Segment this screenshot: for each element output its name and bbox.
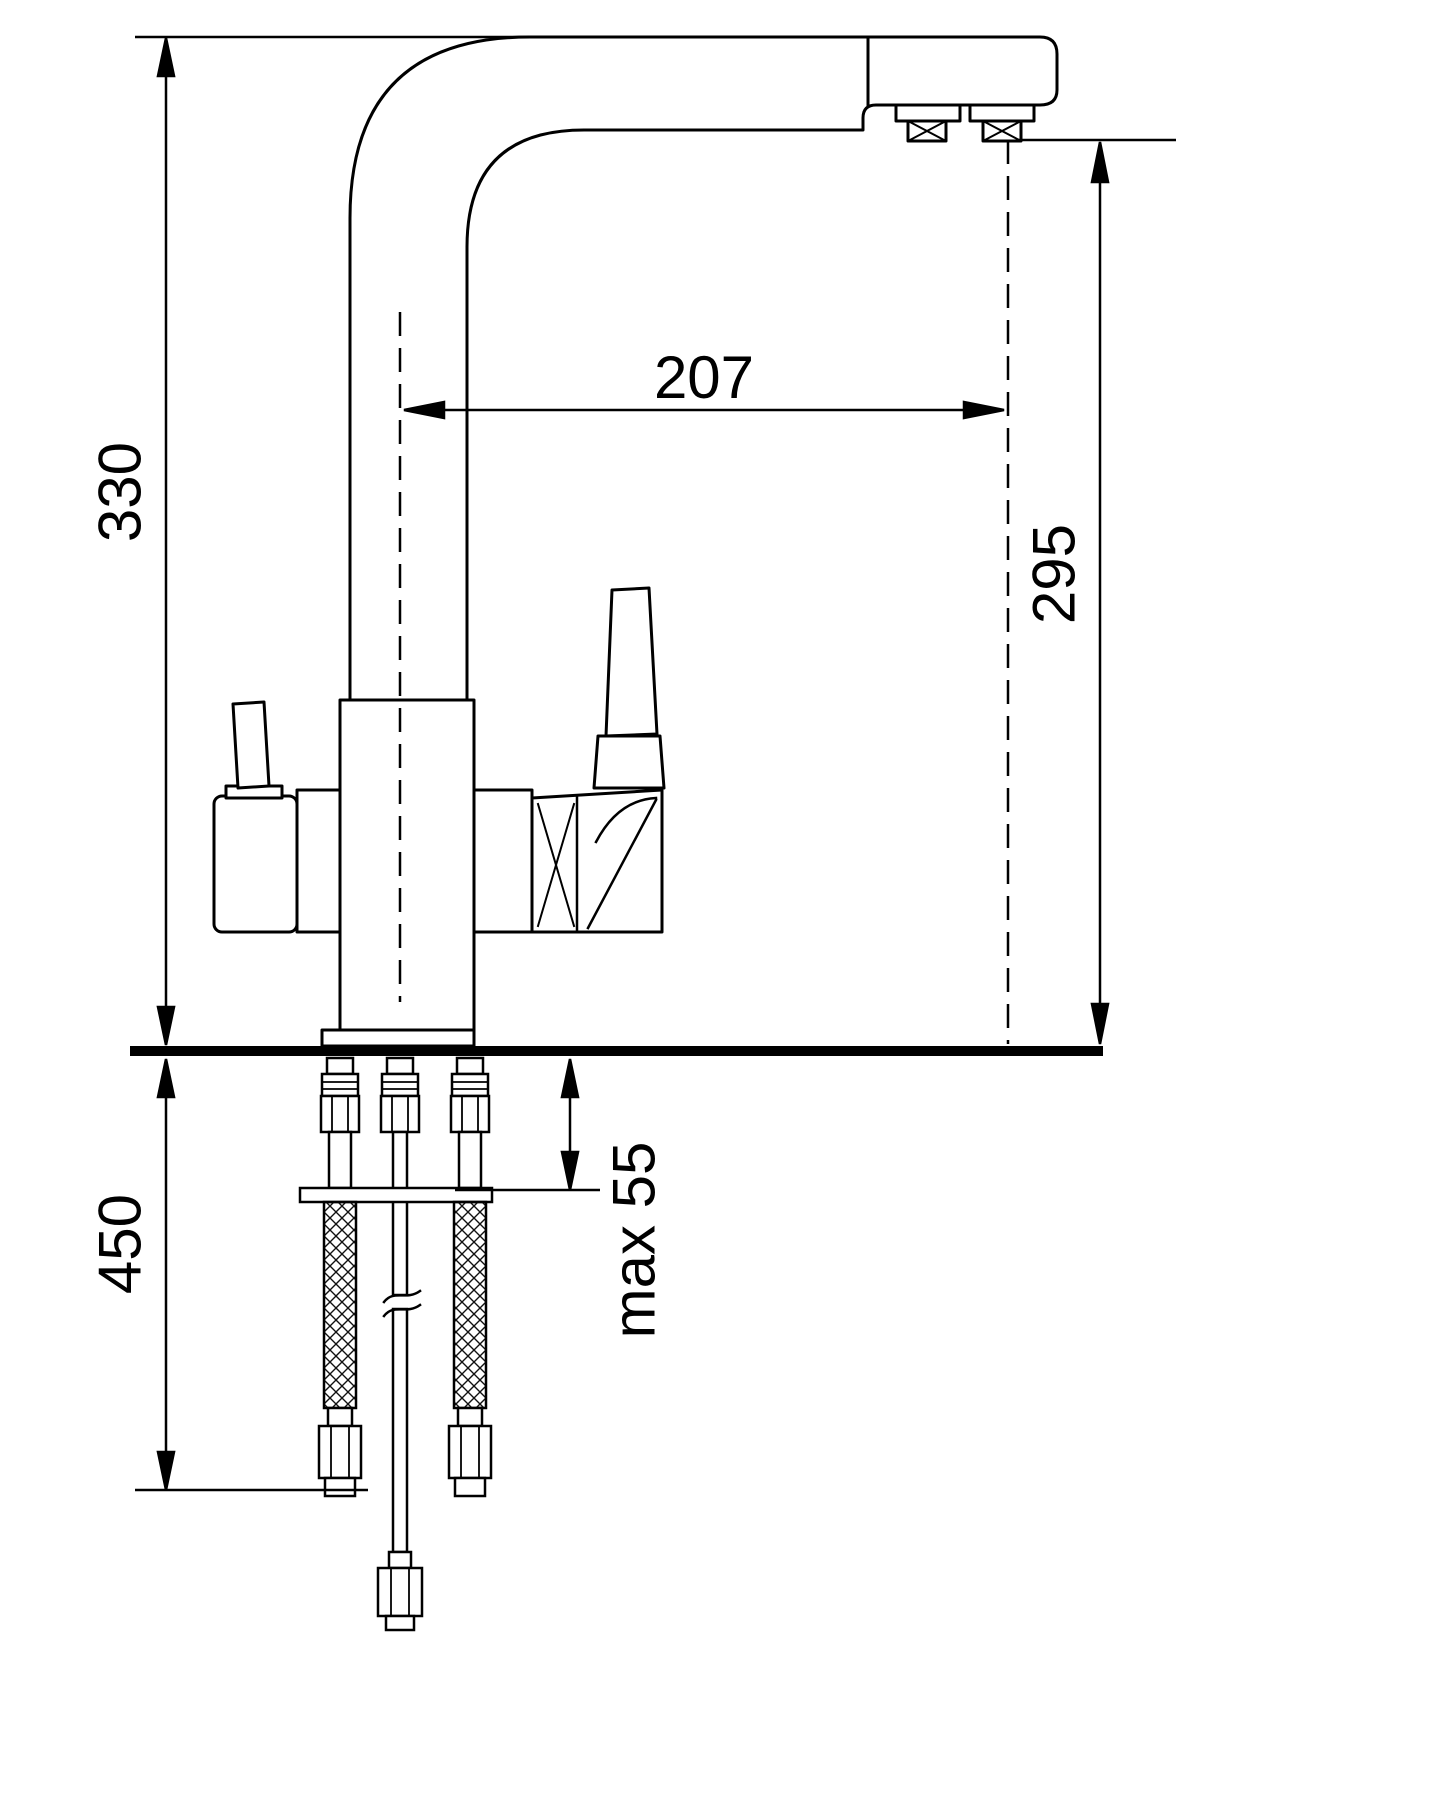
handle-right — [530, 586, 666, 934]
inlet-stack-middle — [379, 1056, 421, 1134]
body-left-arm — [295, 788, 342, 934]
body-center-block — [338, 698, 476, 1032]
dimension-207 — [403, 400, 1005, 420]
dimension-450 — [135, 1058, 368, 1492]
spout-outline — [348, 35, 1059, 702]
dimension-295 — [1006, 138, 1176, 1045]
body-right-arm — [472, 788, 534, 934]
flex-hose-left — [317, 1200, 363, 1498]
base-flange — [320, 1028, 476, 1048]
dimension-labels: 330 207 295 450 max 55 — [87, 344, 1088, 1338]
mounting-washer — [298, 1186, 494, 1204]
countertop-line — [130, 1046, 1103, 1056]
inlet-stack-right — [449, 1056, 491, 1190]
label-295: 295 — [1021, 524, 1088, 624]
dimension-max55 — [455, 1058, 600, 1192]
mounting-stud — [376, 1130, 424, 1632]
outlet-left — [894, 103, 962, 143]
mounting-assembly — [298, 1056, 494, 1632]
dimension-330 — [135, 35, 540, 1046]
label-207: 207 — [654, 344, 754, 411]
label-max-55: max 55 — [601, 1142, 668, 1339]
flex-hose-right — [447, 1200, 493, 1498]
faucet-body-group — [212, 35, 1059, 1048]
label-330: 330 — [87, 442, 154, 542]
dimension-lines — [135, 35, 1176, 1492]
label-450: 450 — [87, 1194, 154, 1294]
outlet-right — [968, 103, 1036, 143]
inlet-stack-left — [319, 1056, 361, 1190]
handle-left — [212, 700, 299, 934]
